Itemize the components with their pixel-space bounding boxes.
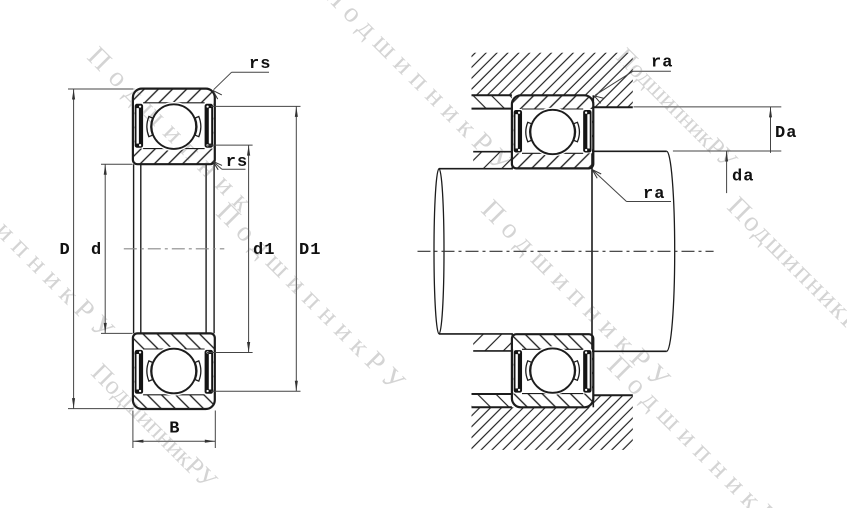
svg-text:B: B	[169, 420, 179, 439]
svg-text:d1: d1	[253, 241, 275, 260]
svg-text:da: da	[732, 168, 754, 187]
svg-text:Da: Da	[775, 124, 797, 143]
svg-text:ra: ra	[651, 54, 673, 73]
svg-text:D: D	[60, 241, 70, 260]
svg-text:ra: ra	[643, 185, 665, 204]
svg-text:rs: rs	[226, 153, 248, 172]
svg-text:D1: D1	[299, 241, 321, 260]
svg-text:rs: rs	[249, 55, 271, 74]
svg-text:d: d	[91, 241, 101, 260]
